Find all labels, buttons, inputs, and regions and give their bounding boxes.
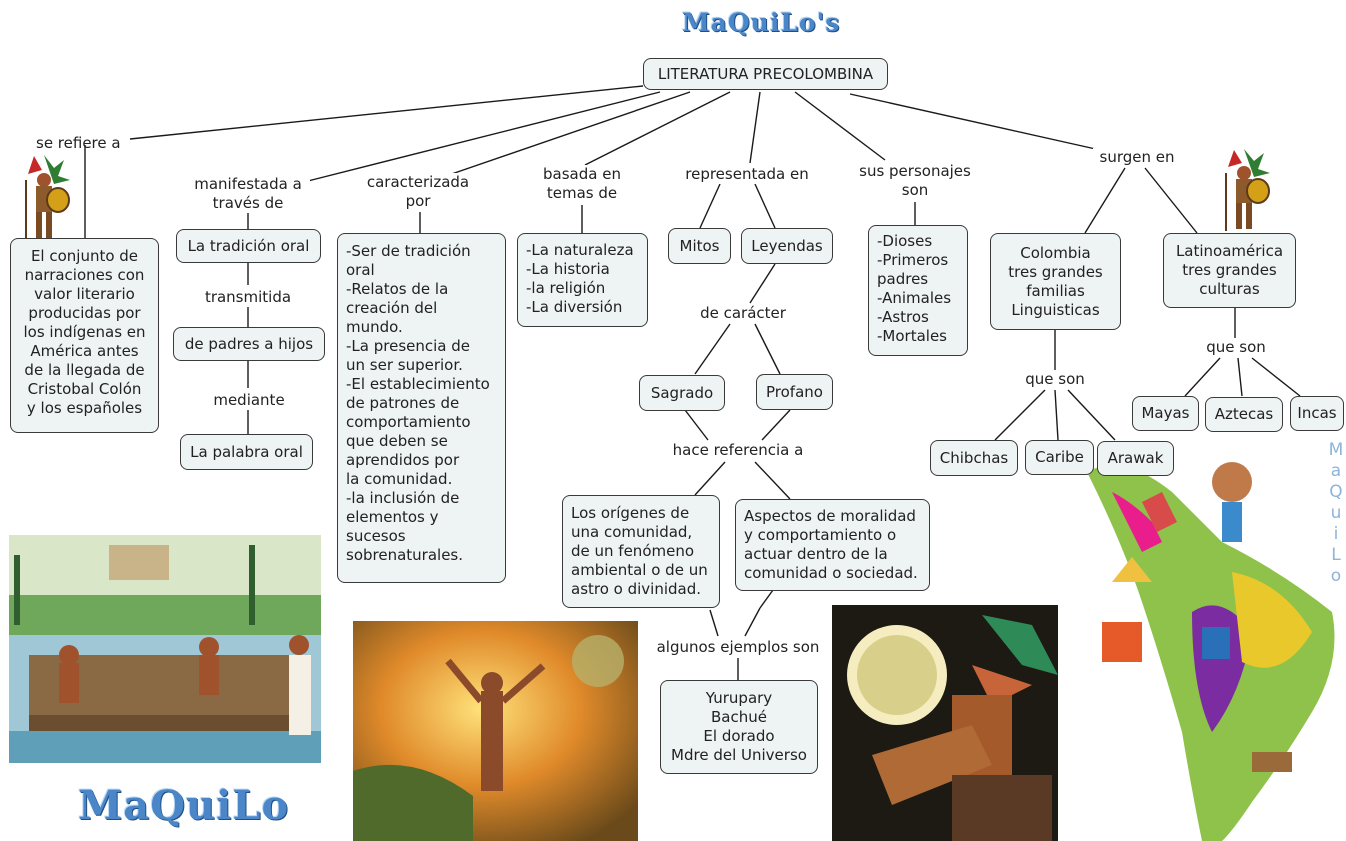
aztec-warrior-illustration [1214, 145, 1274, 235]
mythic-figure-painting [353, 621, 638, 841]
chinampa-farming-mural [9, 535, 321, 763]
caribe-node: Caribe [1025, 440, 1094, 475]
brand-logo-top: MaQuiLo's [682, 8, 841, 37]
tradicion-oral-node: La tradición oral [176, 229, 321, 263]
latinoamerica-node: Latinoamérica tres grandes culturas [1163, 233, 1296, 308]
palabra-oral-node: La palabra oral [180, 434, 313, 470]
profano-node: Profano [756, 374, 833, 410]
arawak-node: Arawak [1097, 441, 1174, 476]
root-node: LITERATURA PRECOLOMBINA [643, 58, 888, 90]
link-transmitida: transmitida [196, 288, 300, 307]
link-algunos-ejemplos: algunos ejemplos son [652, 638, 824, 657]
sagrado-node: Sagrado [639, 375, 725, 411]
link-que-son-latam: que son [1201, 338, 1271, 357]
link-hace-referencia: hace referencia a [668, 441, 808, 460]
colombia-node: Colombia tres grandes familias Linguisti… [990, 233, 1121, 330]
padres-hijos-node: de padres a hijos [173, 327, 325, 361]
link-personajes: sus personajes son [850, 162, 980, 200]
brand-vertical-letter: M [1328, 440, 1344, 460]
personajes-node: -Dioses -Primeros padres -Animales -Astr… [868, 225, 968, 356]
link-de-caracter: de carácter [693, 304, 793, 323]
link-manifestada: manifestada a través de [186, 175, 310, 213]
chibchas-node: Chibchas [930, 440, 1018, 476]
mayas-node: Mayas [1132, 396, 1199, 431]
incas-node: Incas [1290, 396, 1344, 431]
brand-vertical-letter: Q [1329, 482, 1343, 502]
link-basada: basada en temas de [530, 165, 634, 203]
aztec-warrior-illustration [14, 150, 74, 245]
brand-vertical-letter: a [1330, 461, 1342, 481]
brand-logo-bottom: MaQuiLo [78, 782, 290, 829]
ejemplos-node: Yurupary Bachué El dorado Mdre del Unive… [660, 680, 818, 774]
link-mediante: mediante [204, 391, 294, 410]
brand-vertical-letter: i [1333, 524, 1339, 544]
brand-vertical-letter: o [1330, 566, 1342, 586]
temas-node: -La naturaleza -La historia -la religión… [517, 233, 648, 327]
aspectos-node: Aspectos de moralidad y comportamiento o… [735, 499, 930, 591]
latin-america-cultures-map [1082, 432, 1346, 841]
caracteristicas-node: -Ser de tradición oral -Relatos de la cr… [337, 233, 506, 583]
moon-offering-painting [832, 605, 1058, 841]
aztecas-node: Aztecas [1205, 397, 1283, 432]
brand-vertical-letter: u [1330, 503, 1342, 523]
link-caracterizada: caracterizada por [358, 173, 478, 211]
leyendas-node: Leyendas [741, 228, 833, 264]
mitos-node: Mitos [668, 228, 731, 264]
brand-vertical-letter: L [1331, 545, 1341, 565]
brand-vertical: M a Q u i L o [1327, 440, 1345, 587]
origenes-node: Los orígenes de una comunidad, de un fen… [562, 495, 720, 608]
link-surgen: surgen en [1093, 148, 1181, 167]
link-se-refiere: se refiere a [36, 134, 121, 152]
definicion-node: El conjunto de narraciones con valor lit… [10, 238, 159, 433]
link-representada: representada en [680, 165, 814, 184]
link-que-son-colombia: que son [1020, 370, 1090, 389]
